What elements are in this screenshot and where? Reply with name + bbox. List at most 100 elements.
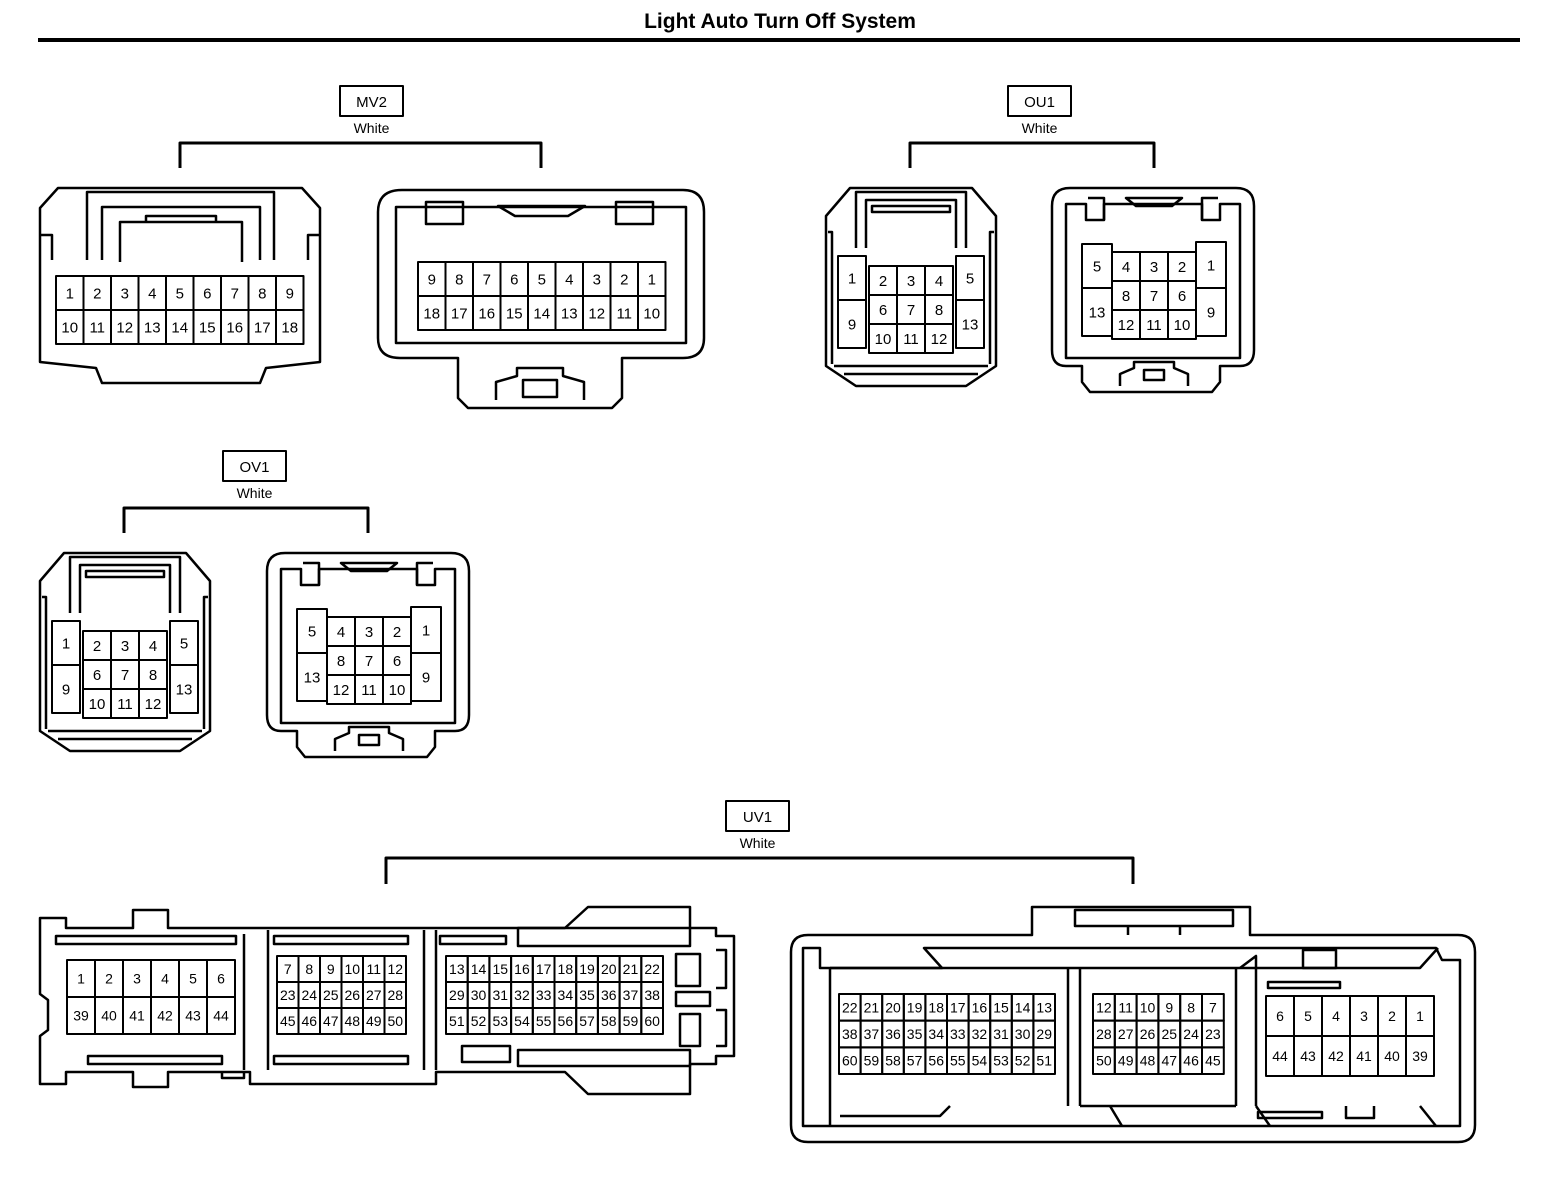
- pin-number: 20: [601, 961, 617, 977]
- connector-label-box: [725, 800, 790, 832]
- pin-number: 13: [304, 669, 321, 686]
- pin-number: 52: [471, 1013, 487, 1029]
- pin-number: 15: [199, 319, 216, 336]
- pin-cell: 13: [445, 955, 469, 983]
- pin-cell: 4: [924, 265, 954, 296]
- pin-number: 6: [879, 302, 887, 319]
- connector-color: White: [354, 120, 390, 136]
- pin-number: 54: [514, 1013, 530, 1029]
- pin-cell: 52: [466, 1007, 491, 1035]
- pin-cell: 11: [354, 674, 384, 705]
- pin-number: 36: [601, 987, 617, 1003]
- pin-cell: 31: [989, 1019, 1013, 1049]
- pin-cell: 5: [178, 959, 208, 998]
- pin-cell: 7: [472, 261, 502, 297]
- pin-cell: 6: [82, 659, 112, 690]
- pin-cell: 44: [206, 996, 236, 1035]
- pin-cell: 11: [896, 323, 926, 354]
- pin-number: 13: [561, 305, 578, 322]
- pin-cell: 17: [531, 955, 556, 983]
- pin-cell: 24: [297, 981, 321, 1009]
- pin-cell: 40: [1377, 1035, 1407, 1077]
- pin-number: 10: [61, 319, 78, 336]
- pin-cell: 42: [150, 996, 180, 1035]
- pin-cell: 1: [1195, 241, 1227, 289]
- pin-number: 33: [950, 1026, 966, 1042]
- pin-number: 10: [344, 961, 360, 977]
- pin-number: 18: [423, 305, 440, 322]
- pin-cell: 27: [1113, 1019, 1138, 1049]
- pin-number: 6: [203, 285, 211, 302]
- pin-number: 48: [1140, 1053, 1156, 1069]
- pin-number: 50: [387, 1013, 403, 1029]
- pin-number: 12: [1096, 999, 1112, 1015]
- pin-cell: 53: [488, 1007, 513, 1035]
- pin-cell: 10: [868, 323, 898, 354]
- pin-number: 41: [129, 1008, 145, 1024]
- pin-cell: 1: [837, 255, 867, 301]
- pin-cell: 32: [510, 981, 534, 1009]
- pin-cell: 3: [582, 261, 612, 297]
- pin-cell: 28: [383, 981, 407, 1009]
- title-rule: [38, 38, 1520, 42]
- mv2-female-housing: [38, 186, 322, 385]
- uv1-female-housing: [38, 905, 736, 1096]
- pin-cell: 11: [82, 309, 112, 345]
- pin-cell: 7: [1139, 280, 1169, 311]
- pin-cell: 51: [1032, 1046, 1057, 1076]
- pin-cell: 50: [383, 1007, 407, 1035]
- pin-number: 45: [280, 1013, 296, 1029]
- pin-cell: 43: [178, 996, 208, 1035]
- pin-number: 1: [66, 285, 74, 302]
- pin-cell: 13: [296, 652, 328, 702]
- pin-cell: 35: [575, 981, 599, 1009]
- pin-number: 25: [1162, 1026, 1178, 1042]
- connector-color: White: [740, 835, 776, 851]
- pin-number: 30: [471, 987, 487, 1003]
- pin-number: 60: [644, 1013, 660, 1029]
- pin-number: 41: [1356, 1048, 1372, 1064]
- pin-number: 54: [972, 1053, 988, 1069]
- pin-cell: 19: [902, 993, 927, 1022]
- pin-cell: 47: [319, 1007, 343, 1035]
- pin-number: 4: [935, 273, 943, 290]
- pin-cell: 10: [55, 309, 85, 345]
- pin-number: 53: [492, 1013, 508, 1029]
- pin-cell: 2: [382, 616, 412, 647]
- pin-number: 33: [536, 987, 552, 1003]
- pin-number: 9: [422, 669, 430, 686]
- pin-number: 14: [533, 305, 550, 322]
- pin-number: 45: [1205, 1053, 1221, 1069]
- pin-number: 24: [1183, 1026, 1199, 1042]
- pin-cell: 18: [275, 309, 305, 345]
- pin-cell: 9: [417, 261, 447, 297]
- pin-number: 1: [848, 270, 856, 287]
- pin-cell: 16: [472, 295, 502, 331]
- pin-cell: 57: [575, 1007, 599, 1035]
- pin-number: 5: [538, 271, 546, 288]
- pin-number: 6: [510, 271, 518, 288]
- pin-cell: 51: [445, 1007, 469, 1035]
- pin-cell: 36: [881, 1019, 905, 1049]
- pin-cell: 4: [1111, 251, 1141, 282]
- pin-cell: 33: [531, 981, 556, 1009]
- pin-cell: 22: [838, 993, 862, 1022]
- pin-number: 10: [1174, 317, 1191, 334]
- pin-number: 4: [565, 271, 573, 288]
- pin-cell: 43: [1293, 1035, 1323, 1077]
- pin-number: 7: [1150, 288, 1158, 305]
- pin-number: 47: [323, 1013, 339, 1029]
- pin-cell: 3: [110, 630, 140, 661]
- pin-cell: 13: [169, 664, 199, 714]
- pin-number: 29: [449, 987, 465, 1003]
- pin-number: 12: [931, 331, 948, 348]
- connector-code: UV1: [743, 809, 772, 826]
- pin-cell: 8: [924, 294, 954, 325]
- pin-number: 16: [514, 961, 530, 977]
- pin-cell: 26: [340, 981, 364, 1009]
